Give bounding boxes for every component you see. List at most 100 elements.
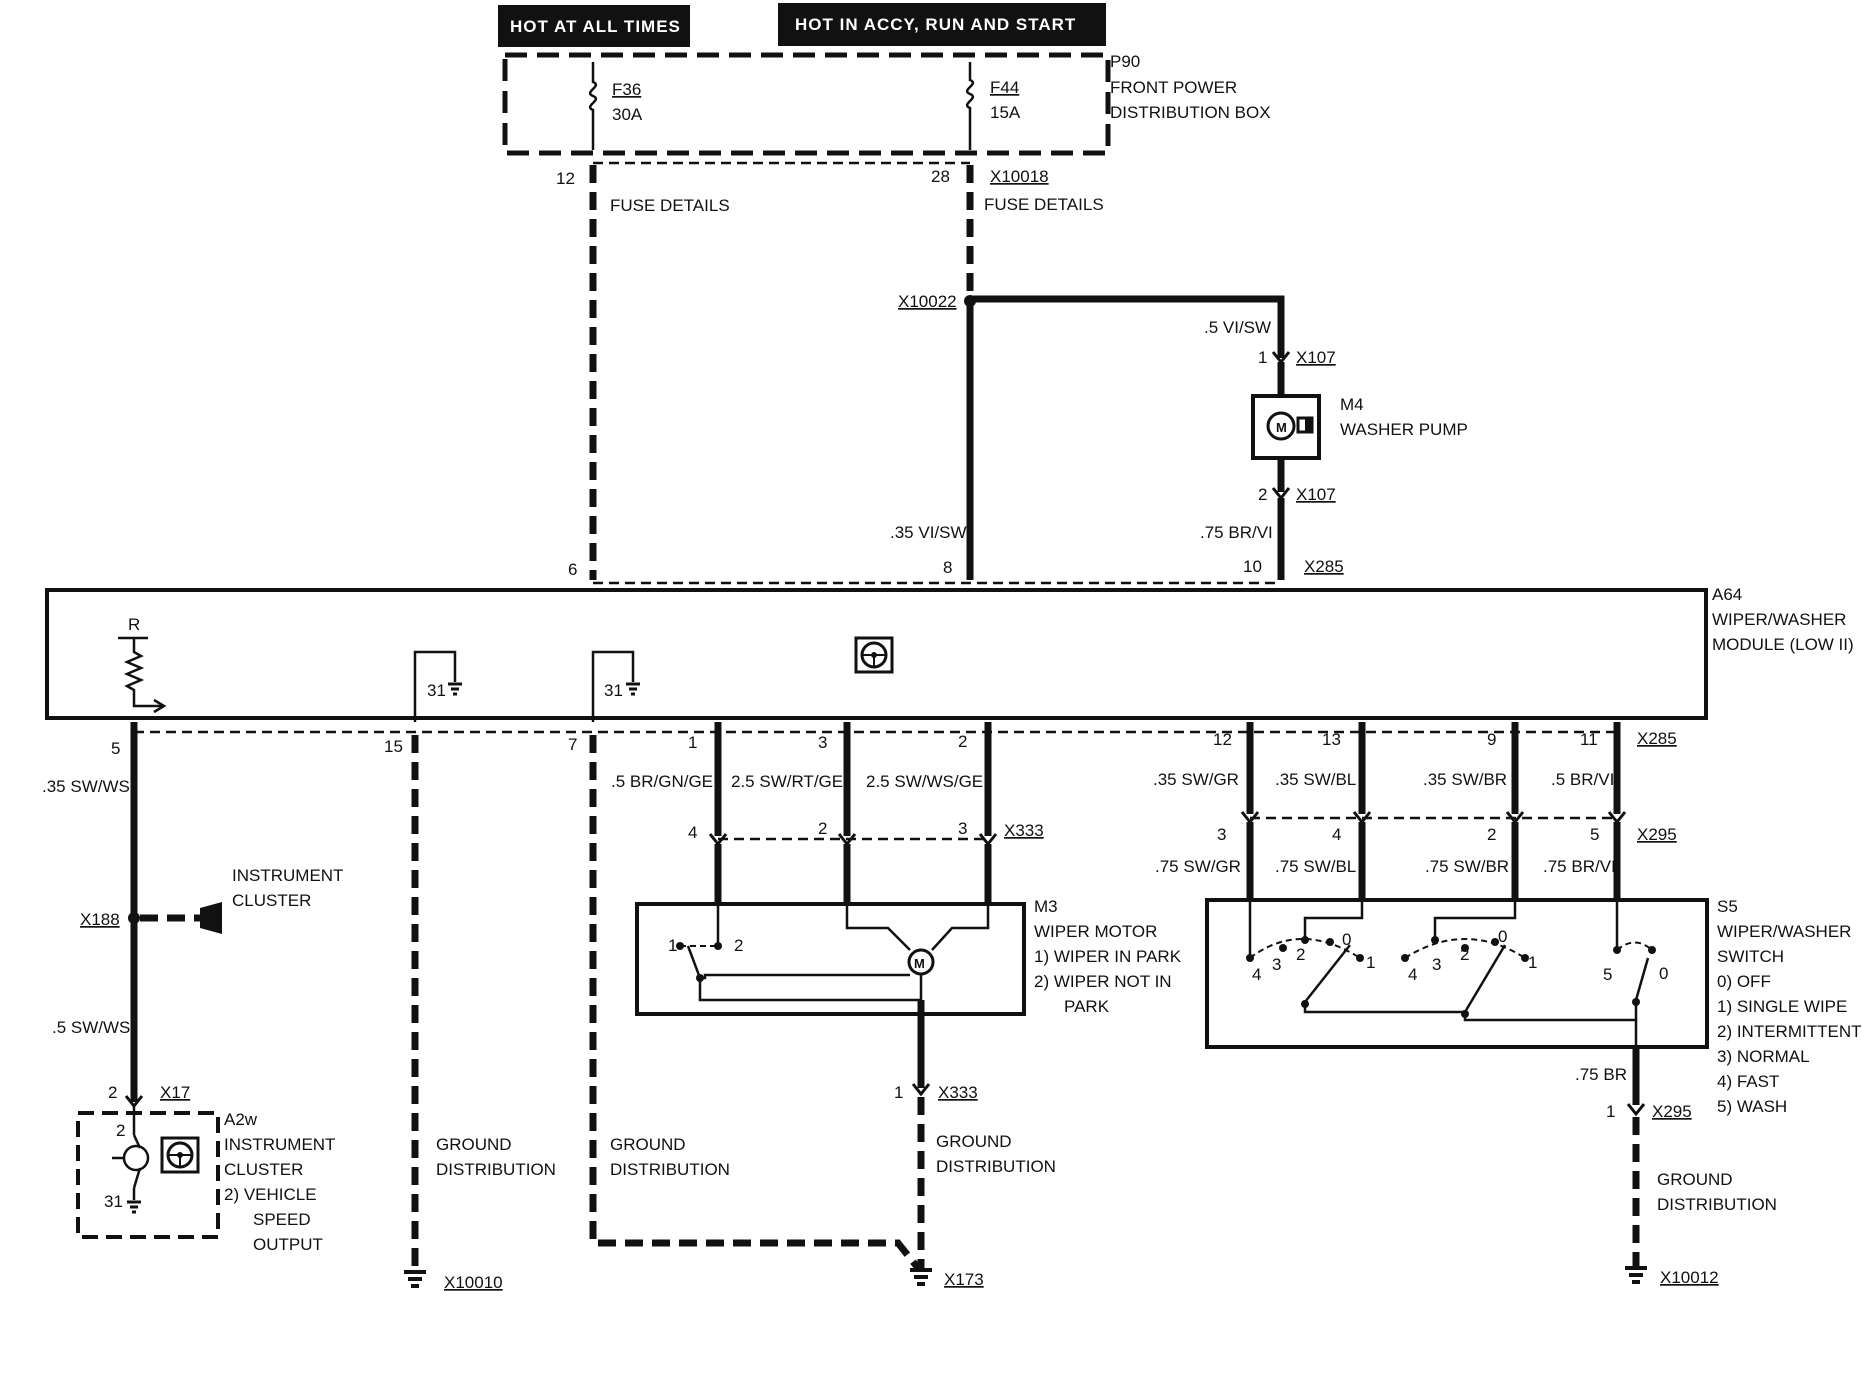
internal-ground-a-icon xyxy=(413,650,462,722)
m3-sw-2: 2 xyxy=(734,936,743,955)
steering-wheel-icon xyxy=(854,636,894,674)
module-connector-bottom: X285 xyxy=(1637,729,1677,748)
ground-dist-1a: GROUND xyxy=(436,1135,512,1154)
a2w-line2: CLUSTER xyxy=(224,1160,303,1179)
fuse-details-left: FUSE DETAILS xyxy=(610,196,730,215)
s5-inner-4b: 4 xyxy=(1408,965,1417,984)
motor-m-glyph: M xyxy=(1276,420,1287,435)
ground-dist-4a: GROUND xyxy=(1657,1170,1733,1189)
module-bottom-pin-11: 11 xyxy=(1580,730,1598,749)
m3-wiper-motor-box xyxy=(635,902,1026,1016)
pump-name: WASHER PUMP xyxy=(1340,420,1468,439)
switch-wire-13: .35 SW/BL xyxy=(1275,770,1356,789)
s5-line2: SWITCH xyxy=(1717,947,1784,966)
module-bottom-pin-5: 5 xyxy=(111,739,120,758)
m3-state-2a: 2) WIPER NOT IN xyxy=(1034,972,1172,991)
ground-dist-1b: DISTRIBUTION xyxy=(436,1160,556,1179)
m3-state-1: 1) WIPER IN PARK xyxy=(1034,947,1182,966)
s5-pin-1: 1 xyxy=(1606,1102,1615,1121)
pump-id: M4 xyxy=(1340,395,1364,414)
switch-pin-5: 5 xyxy=(1590,825,1599,844)
fuse-f44-label: F44 xyxy=(990,78,1019,97)
switch-lower-wire-9: .75 SW/BR xyxy=(1425,857,1509,876)
internal-ground-b-icon xyxy=(591,650,640,722)
s5-inner-0b: 0 xyxy=(1498,927,1507,946)
fuse-f36-label: F36 xyxy=(612,80,641,99)
module-name-1: WIPER/WASHER xyxy=(1712,610,1846,629)
fuse-f44-rating: 15A xyxy=(990,103,1021,122)
resistor-r-label: R xyxy=(128,615,140,634)
module-bottom-pin-7: 7 xyxy=(568,735,577,754)
switch-conn-x295: X295 xyxy=(1637,825,1677,844)
a2w-line5: OUTPUT xyxy=(253,1235,323,1254)
s5-pos-3: 3) NORMAL xyxy=(1717,1047,1810,1066)
s5-inner-2a: 2 xyxy=(1296,945,1305,964)
connector-x10018: X10018 xyxy=(990,167,1049,186)
module-pin-8: 8 xyxy=(943,558,952,577)
p90-fuse-box xyxy=(502,52,1111,156)
resistor-icon xyxy=(118,636,167,714)
s5-id: S5 xyxy=(1717,897,1738,916)
ground-x173: X173 xyxy=(944,1270,984,1289)
s5-inner-3b: 3 xyxy=(1432,955,1441,974)
internal-ground-a-label: 31 xyxy=(427,681,446,700)
pump-pin-2: 2 xyxy=(1258,485,1267,504)
a2w-line3: 2) VEHICLE xyxy=(224,1185,317,1204)
wire-to-washer-pump xyxy=(970,295,1285,358)
s5-wire-bottom: .75 BR xyxy=(1575,1065,1627,1084)
m3-id: M3 xyxy=(1034,897,1058,916)
s5-pos-4: 4) FAST xyxy=(1717,1072,1779,1091)
s5-pos-1: 1) SINGLE WIPE xyxy=(1717,997,1847,1016)
splice-x188 xyxy=(128,912,140,924)
wire-pin7-ground xyxy=(589,735,921,1271)
switch-lower-wire-13: .75 SW/BL xyxy=(1275,857,1356,876)
module-id: A64 xyxy=(1712,585,1742,604)
switch-wire-12: .35 SW/GR xyxy=(1153,770,1239,789)
a64-module-box xyxy=(45,588,1708,720)
s5-inner-1b: 1 xyxy=(1528,953,1537,972)
washer-pump-box xyxy=(1251,394,1321,460)
fuse-details-right: FUSE DETAILS xyxy=(984,195,1104,214)
switch-wire-11: .5 BR/VI xyxy=(1551,770,1614,789)
module-pin-10: 10 xyxy=(1243,557,1262,576)
splice-x10022-label: X10022 xyxy=(898,292,957,311)
pump-pin-1: 1 xyxy=(1258,348,1267,367)
switch-lower-wire-11: .75 BR/VI xyxy=(1543,857,1616,876)
p90-id: P90 xyxy=(1110,52,1140,71)
ground-x10010-icon xyxy=(404,1270,426,1288)
module-wire-8: .35 VI/SW xyxy=(890,523,967,542)
cluster-label-1: INSTRUMENT xyxy=(232,866,343,885)
module-bottom-pin-12: 12 xyxy=(1213,730,1232,749)
motor-conn-x333: X333 xyxy=(1004,821,1044,840)
s5-line1: WIPER/WASHER xyxy=(1717,922,1851,941)
fuse-f36-icon xyxy=(588,62,598,150)
ground-dist-2a: GROUND xyxy=(610,1135,686,1154)
cluster-label-2: CLUSTER xyxy=(232,891,311,910)
ground-x10010: X10010 xyxy=(444,1273,503,1292)
pump-fluid-fill xyxy=(1305,418,1312,432)
s5-pos-0: 0) OFF xyxy=(1717,972,1771,991)
s5-inner-4a: 4 xyxy=(1252,965,1261,984)
switch-wire-9: .35 SW/BR xyxy=(1423,770,1507,789)
ground-x10012: X10012 xyxy=(1660,1268,1719,1287)
module-connector-top: X285 xyxy=(1304,557,1344,576)
pump-conn-bottom: X107 xyxy=(1296,485,1336,504)
s5-pos-2: 2) INTERMITTENT xyxy=(1717,1022,1862,1041)
switch-pin-4: 4 xyxy=(1332,825,1341,844)
s5-pin1-arrow xyxy=(1626,1103,1646,1117)
s5-conn-bottom: X295 xyxy=(1652,1102,1692,1121)
m3-name: WIPER MOTOR xyxy=(1034,922,1157,941)
left-wire-top: .35 SW/WS xyxy=(42,777,130,796)
header-hot-at-all-times: HOT AT ALL TIMES xyxy=(498,5,690,47)
ground-x173-icon xyxy=(910,1268,932,1286)
pump-conn-top: X107 xyxy=(1296,348,1336,367)
module-bottom-pin-2: 2 xyxy=(958,732,967,751)
switch-pin-3: 3 xyxy=(1217,825,1226,844)
left-conn-x17: X17 xyxy=(160,1083,190,1102)
m3-pin1-arrow xyxy=(911,1083,931,1097)
p90-name-1: FRONT POWER xyxy=(1110,78,1237,97)
s5-inner-5: 5 xyxy=(1603,965,1612,984)
pump-wire-bottom: .75 BR/VI xyxy=(1200,523,1273,542)
module-bottom-pin-1: 1 xyxy=(688,733,697,752)
switch-pin-2: 2 xyxy=(1487,825,1496,844)
